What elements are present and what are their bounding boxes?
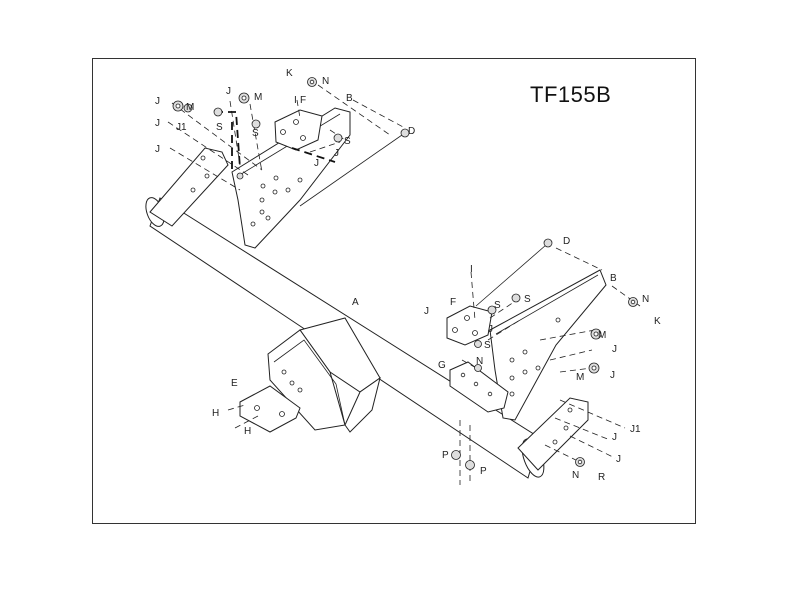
label-j-right3: J xyxy=(612,344,617,355)
label-j-right4: J xyxy=(610,370,615,381)
label-e: E xyxy=(231,378,238,389)
label-b-right: B xyxy=(610,273,617,284)
label-h-bottom: H xyxy=(244,426,251,437)
right-end-plate xyxy=(517,397,589,471)
label-a: A xyxy=(352,297,359,308)
right-side-bracket xyxy=(489,269,607,421)
label-j-right5: J xyxy=(612,432,617,443)
label-j-right6: J xyxy=(616,454,621,465)
label-i-right: I xyxy=(470,264,473,275)
left-rod-d xyxy=(299,128,410,207)
label-m-right1: M xyxy=(598,330,606,341)
label-s-top1: S xyxy=(216,122,223,133)
left-end-plate xyxy=(149,147,229,227)
label-r: R xyxy=(598,472,605,483)
label-m-right2: M xyxy=(576,372,584,383)
label-j-left1: J xyxy=(155,118,160,129)
left-side-bracket xyxy=(231,107,351,249)
label-n-bottom: N xyxy=(572,470,579,481)
label-j-top1: J xyxy=(155,96,160,107)
label-s-left3: S xyxy=(344,136,351,147)
label-f-right: F xyxy=(450,297,456,308)
label-j1-left: J1 xyxy=(176,122,187,133)
ball-mount-neck xyxy=(267,317,381,433)
label-j-left3: J xyxy=(334,148,339,159)
label-j-left2: J xyxy=(155,144,160,155)
label-s-right2: S xyxy=(494,300,501,311)
label-n-top: N xyxy=(322,76,329,87)
g-plate xyxy=(449,361,509,413)
right-rod-d xyxy=(475,238,553,307)
label-j-right2: J xyxy=(488,324,493,335)
left-upper-flange xyxy=(274,109,323,151)
label-d-right: D xyxy=(563,236,570,247)
label-s-right3: S xyxy=(484,340,491,351)
part-labels: A K N J M J M S S J1 J J I F B D S J J D… xyxy=(155,68,661,483)
label-s-top2: S xyxy=(252,128,259,139)
label-p-left: P xyxy=(442,450,449,461)
label-m-top2: M xyxy=(254,92,262,103)
label-j-top2: J xyxy=(226,86,231,97)
label-j-left4: J xyxy=(314,158,319,169)
label-b-left: B xyxy=(346,93,353,104)
label-p-right: P xyxy=(480,466,487,477)
label-f-left: F xyxy=(300,95,306,106)
label-n-right: N xyxy=(642,294,649,305)
hardware-p-bolts xyxy=(451,450,475,470)
model-code-title: TF155B xyxy=(530,82,612,107)
right-flange xyxy=(446,305,493,346)
label-d-left: D xyxy=(408,126,415,137)
label-m-top1: M xyxy=(186,102,194,113)
label-j1-right: J1 xyxy=(630,424,641,435)
label-i-left: I xyxy=(294,95,297,106)
label-g: G xyxy=(438,360,446,371)
diagram-frame xyxy=(92,58,696,524)
label-k-right: K xyxy=(654,316,661,327)
hardware-right xyxy=(474,293,638,467)
label-n-mid: N xyxy=(476,356,483,367)
hardware-left xyxy=(172,77,343,180)
e-plate xyxy=(239,385,301,433)
label-h-top: H xyxy=(212,408,219,419)
label-s-right1: S xyxy=(524,294,531,305)
label-j-right1: J xyxy=(424,306,429,317)
label-k-top: K xyxy=(286,68,293,79)
